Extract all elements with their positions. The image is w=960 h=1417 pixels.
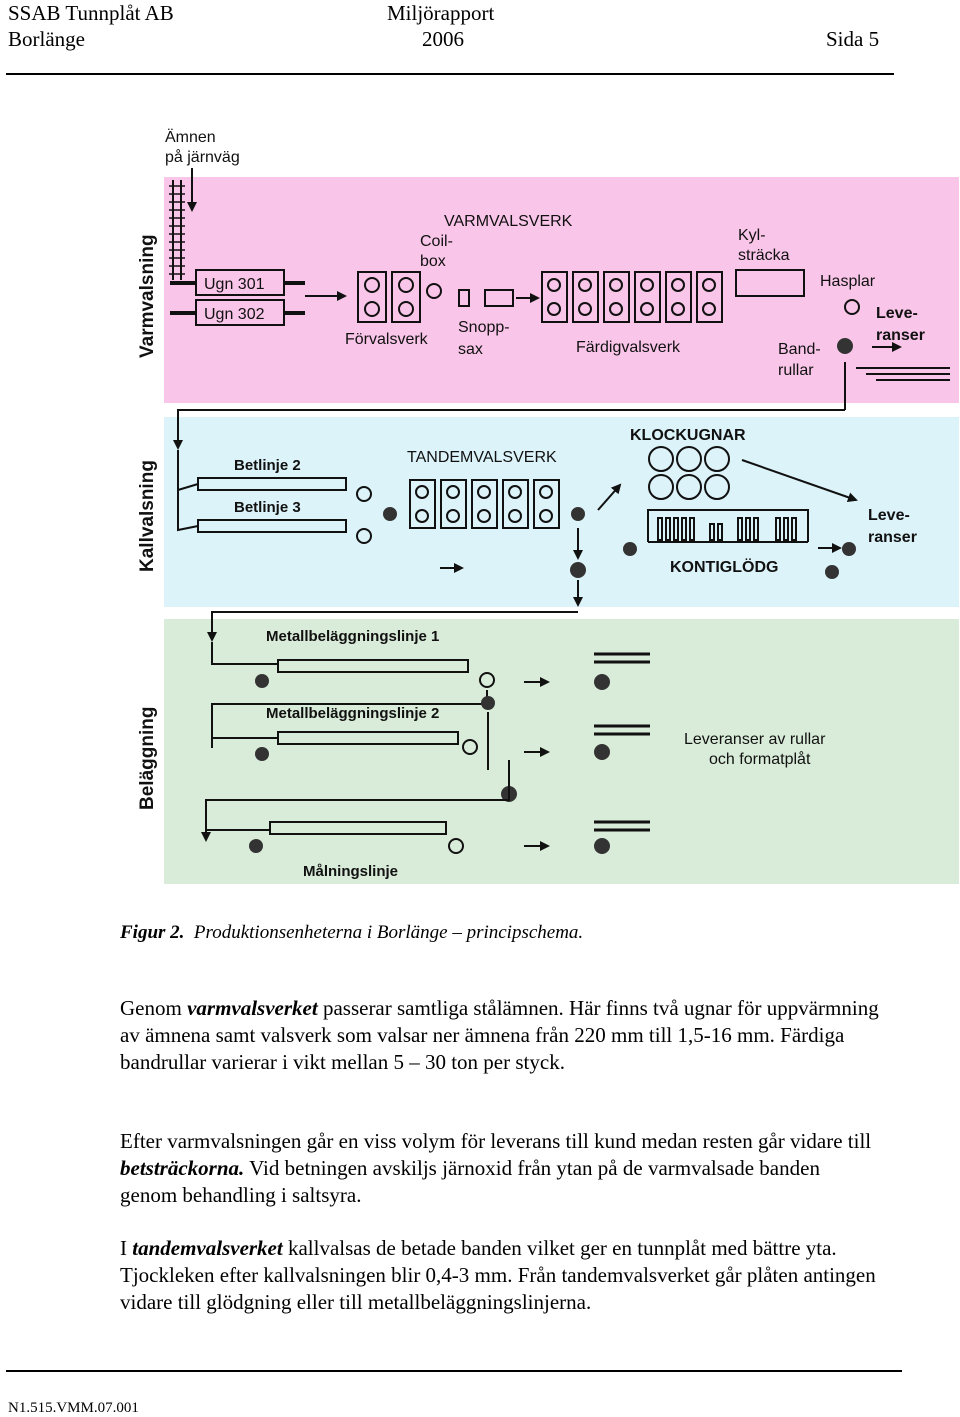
paragraph-3-emphasis: tandemvalsverket [132,1236,283,1260]
bell-furnaces-title: KLOCKUGNAR [630,427,746,444]
paragraph-1: Genom varmvalsverket passerar samtliga s… [120,995,880,1076]
coil-dark-icon [837,338,853,354]
figure-caption: Figur 2. Produktionsenheterna i Borlänge… [120,922,583,944]
paragraph-2-emphasis: betsträckorna. [120,1156,245,1180]
section-label-varmvalsning: Varmvalsning [137,234,158,358]
section-label-belaggning: Beläggning [137,707,158,810]
section-label-kallvalsning: Kallvalsning [137,460,158,572]
band-coils-label-1: Band- [778,341,821,358]
tandem-mill [409,479,560,529]
paint-line [269,821,447,835]
deliveries-1-label-1: Leve- [876,305,918,322]
paragraph-3-a: I [120,1236,133,1260]
furnace-301-label: Ugn 301 [204,276,265,293]
coilbox-icon [426,283,442,299]
coilers-label: Hasplar [820,273,876,290]
paragraph-2-c: Vid betningen avskiljs järnoxid från yta… [120,1156,820,1207]
continuous-annealing-label: KONTIGLÖDG [670,557,778,576]
coilbox-label-2: box [420,253,446,270]
footer-code: N1.515.VMM.07.001 [8,1400,139,1416]
coating-line-1 [277,659,469,673]
hot-mill-title: VARMVALSVERK [444,213,573,230]
deliveries-2-label-1: Leve- [868,507,910,524]
coating-line-1-label: Metallbeläggningslinje 1 [266,628,439,645]
furnace-302-label: Ugn 302 [204,306,265,323]
deliveries-2-label-2: ranser [868,529,917,546]
deliveries-3-label-1: Leveranser av rullar [684,731,826,748]
top-label-line1: Ämnen [165,128,216,146]
cooling-label-2: sträcka [738,247,790,264]
coilbox-label-1: Coil- [420,233,453,250]
coiler-icon [844,299,860,315]
paragraph-1-c: passerar samtliga stålämnen. Här finns t… [120,996,879,1074]
crop-shear [458,289,470,307]
pickling-line-2-label: Betlinje 2 [234,457,301,474]
pickling-line-3-label: Betlinje 3 [234,499,301,516]
paragraph-1-emphasis: varmvalsverket [187,996,318,1020]
figure-caption-prefix: Figur 2. [120,922,185,943]
header-city: Borlänge [8,27,85,51]
finishing-mill-label: Färdigvalsverk [576,339,681,356]
paragraph-1-a: Genom [120,996,188,1020]
deliveries-3-label-2: och formatplåt [709,750,811,768]
cooling-label-1: Kyl- [738,227,766,244]
paint-line-label: Målningslinje [303,863,398,880]
section-coat-bg [164,619,959,884]
roughing-mill [357,271,421,323]
header-report: Miljörapport [387,1,495,25]
header-page: Sida 5 [826,27,880,51]
coating-line-2-label: Metallbeläggningslinje 2 [266,705,439,722]
paragraph-3: I tandemvalsverket kallvalsas de betade … [120,1235,880,1316]
railway-track [169,180,185,280]
band-coils-label-2: rullar [778,362,814,379]
crop-shear-label-1: Snopp- [458,319,510,336]
top-label-line2: på järnväg [165,148,240,166]
deliveries-1-label-2: ranser [876,327,925,344]
header-company: SSAB Tunnplåt AB [8,1,174,25]
paragraph-3-c: kallvalsas de betade banden vilket ger e… [120,1236,876,1314]
header-year: 2006 [422,27,464,51]
roughing-mill-label: Förvalsverk [345,331,429,348]
finishing-mill [541,271,723,323]
section-hot-bg [164,177,959,403]
production-diagram: Ämnen på järnväg Varmvalsning Kallvalsni… [137,128,959,884]
footer-rule [6,1370,902,1372]
crop-shear-label-2: sax [458,341,483,358]
figure-caption-text: Produktionsenheterna i Borlänge – princi… [193,922,584,943]
paragraph-2-a: Efter varmvalsningen går en viss volym f… [120,1129,872,1153]
paragraph-2: Efter varmvalsningen går en viss volym f… [120,1128,880,1209]
tandem-mill-title: TANDEMVALSVERK [407,449,557,466]
bell-furnaces [648,446,730,500]
cooling-stretch [735,269,805,297]
header-rule [6,73,894,75]
continuous-annealing [647,509,809,543]
